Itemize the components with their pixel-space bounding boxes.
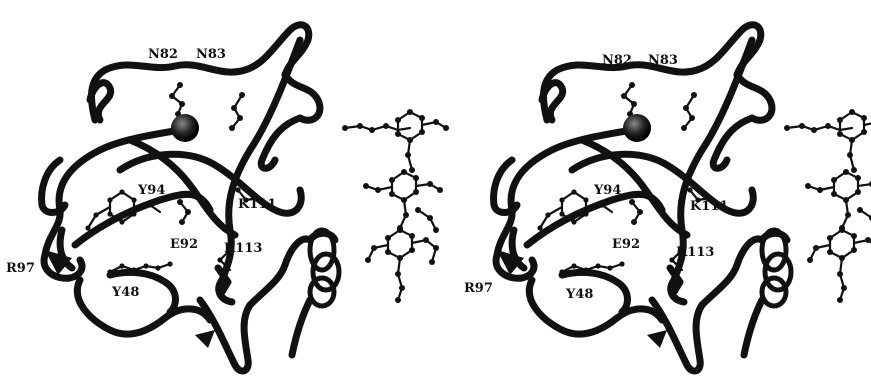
label-k111: K111 xyxy=(690,199,728,214)
label-n82: N82 xyxy=(148,47,178,62)
label-y48: Y48 xyxy=(565,287,593,302)
right-stereo-panel: N82 N83 Y94 K111 E92 K113 R97 Y48 xyxy=(464,25,871,371)
label-k113: K113 xyxy=(224,241,262,256)
ligand-left xyxy=(340,107,451,305)
ligand-right xyxy=(782,107,871,305)
protein-ribbon-right xyxy=(494,25,791,371)
label-e92: E92 xyxy=(612,237,640,252)
label-y94: Y94 xyxy=(137,183,165,198)
label-e92: E92 xyxy=(170,237,198,252)
label-n83: N83 xyxy=(648,53,678,68)
protein-ribbon-left xyxy=(42,25,339,371)
label-y94: Y94 xyxy=(593,183,621,198)
label-n83: N83 xyxy=(196,47,226,62)
label-r97: R97 xyxy=(6,261,35,276)
label-k111: K111 xyxy=(238,197,276,212)
label-y48: Y48 xyxy=(111,285,139,300)
label-n82: N82 xyxy=(602,53,632,68)
left-stereo-panel: N82 N83 Y94 K111 E92 K113 R97 Y48 xyxy=(6,25,451,371)
label-k113: K113 xyxy=(676,245,714,260)
label-r97: R97 xyxy=(464,281,493,296)
